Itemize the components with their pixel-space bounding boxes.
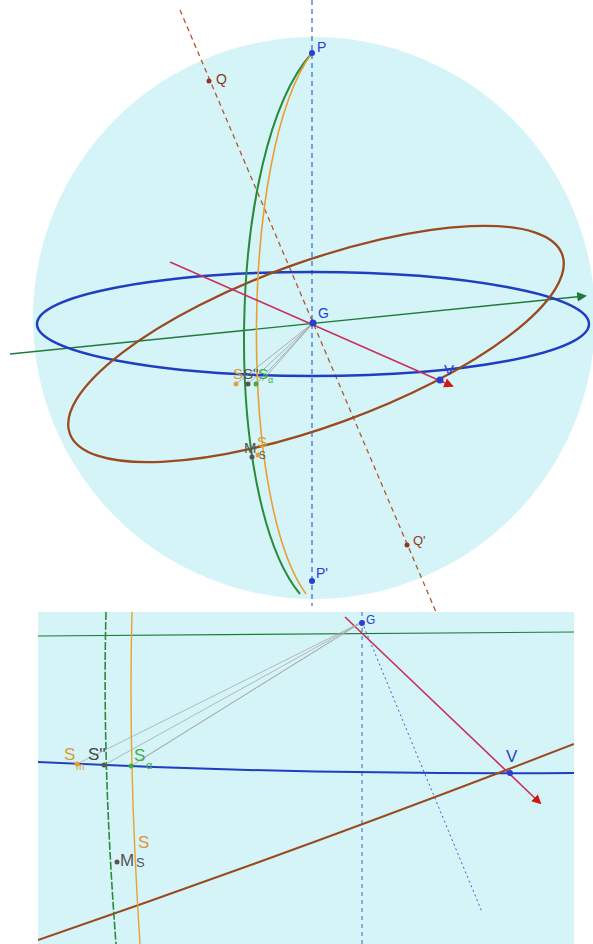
subscript-label: S (136, 856, 145, 869)
point-label: P (317, 40, 326, 54)
point-label: S'' (243, 366, 259, 381)
point-label: G (366, 614, 375, 626)
subscript-label: α (146, 760, 152, 771)
point-label: Q' (413, 534, 426, 547)
point-label: P' (316, 566, 328, 580)
point-label: S (64, 746, 75, 763)
point-label: V (506, 748, 517, 765)
subscript-label: m (76, 762, 84, 772)
point-label: M (120, 852, 134, 869)
point-label: V (444, 362, 454, 377)
point-label: S'' (88, 746, 106, 763)
point-label: M (244, 440, 257, 455)
point-label: Q (216, 72, 227, 86)
subscript-label: S (259, 451, 266, 461)
subscript-label: α (268, 376, 273, 385)
point-label: G (318, 306, 329, 320)
point-label: S (233, 366, 243, 381)
point-label: S (134, 747, 145, 764)
point-label: S (258, 366, 268, 381)
point-label: S (138, 834, 149, 851)
point-label: S (257, 434, 267, 449)
